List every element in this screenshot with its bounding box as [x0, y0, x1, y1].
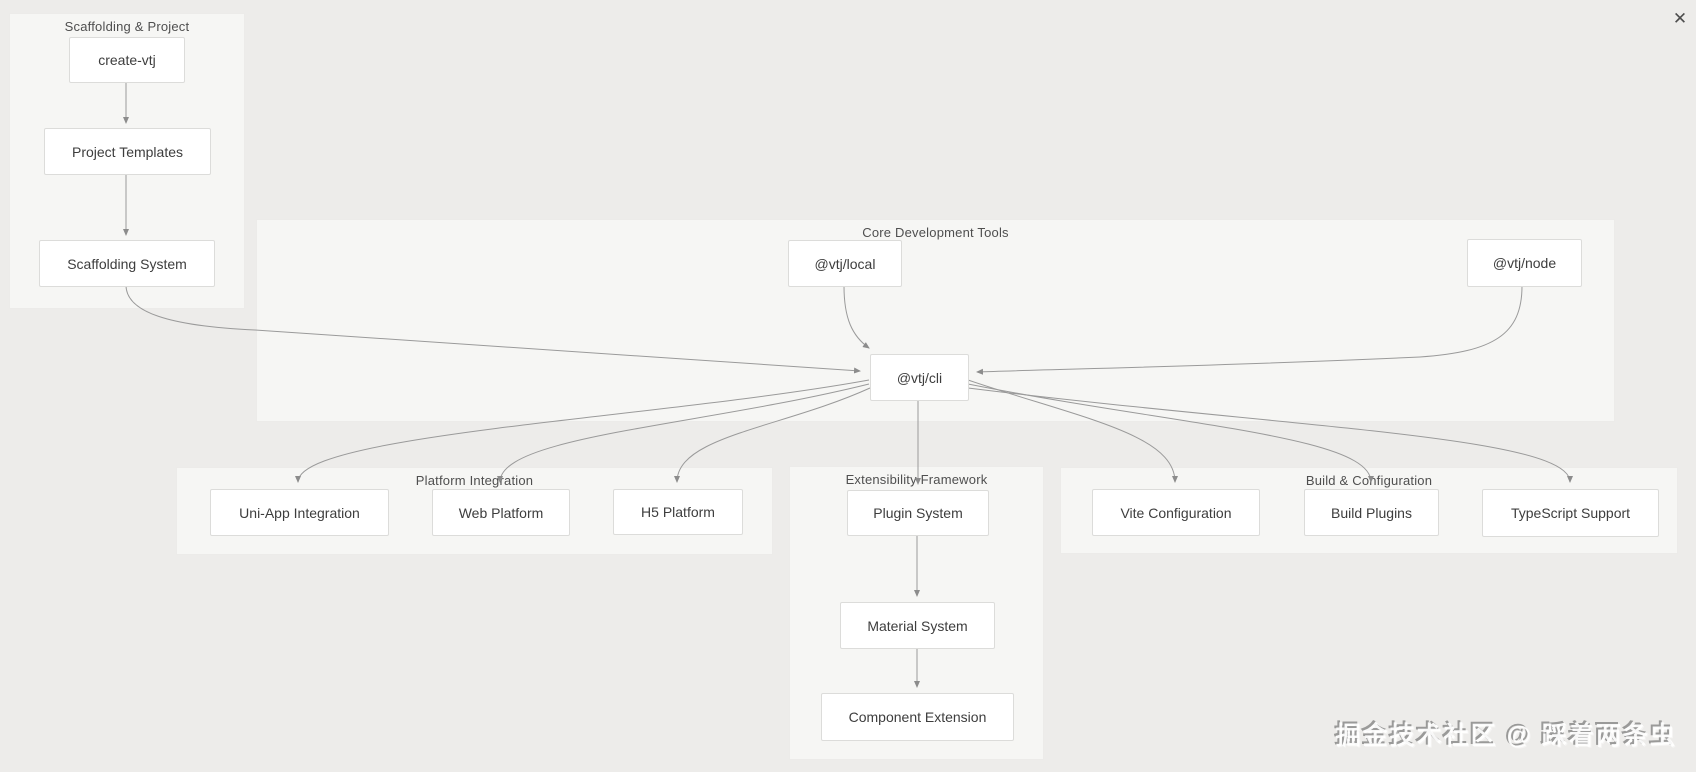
watermark: 掘金技术社区 @ 踩着两条虫 [1335, 722, 1677, 750]
group-extensibility-framework: Extensibility Framework Plugin System Ma… [789, 466, 1044, 760]
node-vtj-node: @vtj/node [1467, 239, 1582, 287]
group-title-platform-integration: Platform Integration [415, 473, 534, 488]
node-vite-configuration: Vite Configuration [1092, 489, 1260, 536]
node-component-extension: Component Extension [821, 693, 1014, 741]
group-title-core-development-tools: Core Development Tools [862, 225, 1009, 240]
node-label: Project Templates [71, 143, 183, 160]
node-vtj-cli: @vtj/cli [870, 354, 969, 401]
node-h5-platform: H5 Platform [613, 489, 743, 535]
group-platform-integration: Platform Integration Uni-App Integration… [176, 467, 773, 555]
group-title-extensibility-framework: Extensibility Framework [845, 472, 988, 487]
node-label: Uni-App Integration [239, 504, 360, 521]
group-build-configuration: Build & Configuration Vite Configuration… [1060, 467, 1678, 554]
group-core-development-tools: Core Development Tools @vtj/local @vtj/n… [256, 219, 1615, 422]
node-typescript-support: TypeScript Support [1482, 489, 1659, 537]
node-label: @vtj/cli [896, 369, 943, 386]
node-vtj-local: @vtj/local [788, 240, 902, 287]
group-scaffolding-project: Scaffolding & Project create-vtj Project… [9, 13, 245, 309]
node-label: H5 Platform [641, 504, 715, 520]
group-title-build-configuration: Build & Configuration [1305, 473, 1433, 488]
node-label: Scaffolding System [67, 255, 187, 272]
node-plugin-system: Plugin System [847, 490, 989, 536]
node-label: Material System [867, 617, 968, 634]
node-material-system: Material System [840, 602, 995, 649]
node-label: Vite Configuration [1120, 504, 1232, 521]
node-label: Build Plugins [1331, 504, 1412, 521]
node-web-platform: Web Platform [432, 489, 570, 536]
node-create-vtj: create-vtj [69, 37, 185, 83]
node-build-plugins: Build Plugins [1304, 489, 1439, 536]
close-icon[interactable]: ✕ [1672, 9, 1688, 28]
node-label: @vtj/node [1492, 255, 1557, 271]
node-label: create-vtj [98, 52, 156, 68]
node-uni-app-integration: Uni-App Integration [210, 489, 389, 536]
node-label: Plugin System [873, 505, 963, 521]
node-scaffolding-system: Scaffolding System [39, 240, 215, 287]
node-label: Component Extension [848, 709, 987, 725]
node-project-templates: Project Templates [44, 128, 211, 175]
group-title-scaffolding-project: Scaffolding & Project [64, 19, 190, 34]
node-label: Web Platform [458, 504, 544, 521]
node-label: @vtj/local [814, 255, 876, 272]
node-label: TypeScript Support [1510, 505, 1631, 521]
